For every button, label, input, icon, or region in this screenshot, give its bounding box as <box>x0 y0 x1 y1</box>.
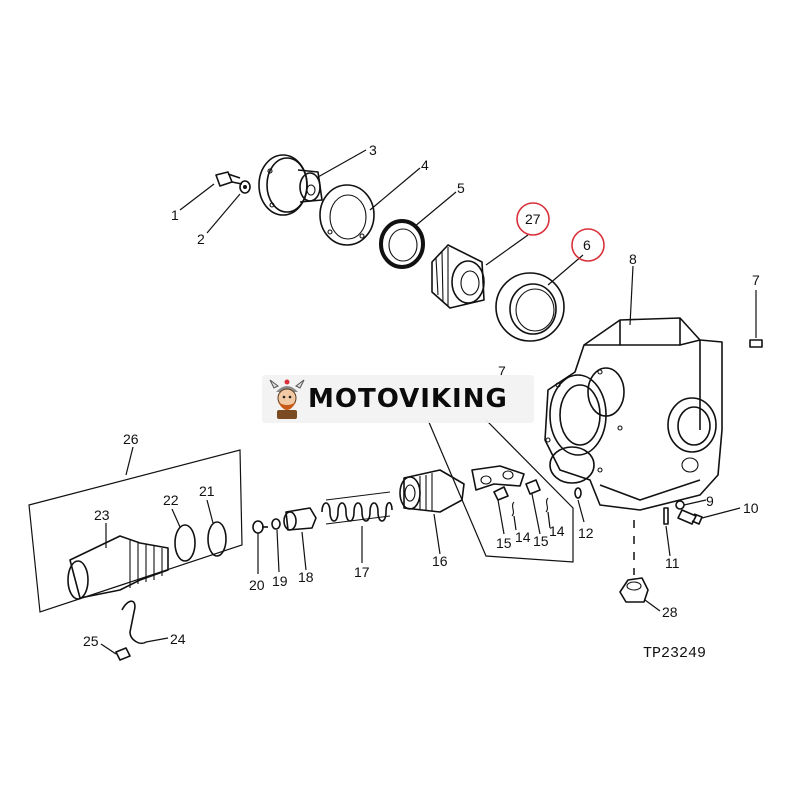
part-17-spring <box>321 491 393 525</box>
part-12-o-ring <box>574 487 582 499</box>
drawing-code: TP23249 <box>643 645 706 662</box>
callout-22: 22 <box>163 492 179 508</box>
part-6-bearing-cup <box>495 272 565 342</box>
part-16-spool <box>399 469 465 513</box>
callout-7-group: 7 <box>498 363 506 379</box>
part-8-transmission-housing <box>544 317 723 511</box>
part-11-pin <box>663 507 669 525</box>
callout-18: 18 <box>298 569 314 585</box>
callout-26: 26 <box>123 431 139 447</box>
callout-8: 8 <box>629 251 637 267</box>
callout-14-b: 14 <box>549 523 565 539</box>
part-20-screw <box>252 520 268 534</box>
callout-24: 24 <box>170 631 186 647</box>
part-2-washer <box>239 180 251 194</box>
callout-4: 4 <box>421 157 429 173</box>
callout-labels: 1 2 3 4 5 27 6 8 7 7 26 23 22 21 20 19 1… <box>83 142 760 649</box>
callout-15-b: 15 <box>533 533 549 549</box>
highlight-circle-27 <box>516 202 550 236</box>
callout-3: 3 <box>369 142 377 158</box>
callout-11: 11 <box>665 555 680 571</box>
callout-17: 17 <box>354 564 370 580</box>
callout-19: 19 <box>272 573 288 589</box>
callout-9: 9 <box>706 493 714 509</box>
part-3-flanged-hub <box>258 154 323 216</box>
part-23-piston <box>67 535 169 600</box>
part-7-dowel-pin <box>749 339 763 348</box>
callout-7-pin: 7 <box>752 272 760 288</box>
part-21-o-ring <box>207 521 227 557</box>
part-10-bolt <box>677 509 703 525</box>
callout-5: 5 <box>457 180 465 196</box>
callout-10: 10 <box>743 500 759 516</box>
highlight-circle-6 <box>571 228 605 262</box>
callout-20: 20 <box>249 577 265 593</box>
highlight-circles <box>516 202 605 262</box>
part-26-assembly-box <box>28 449 243 613</box>
callout-1: 1 <box>171 207 179 223</box>
callout-23: 23 <box>94 507 110 523</box>
parts-14-15-bracket-group <box>427 419 574 563</box>
callout-15-a: 15 <box>496 535 512 551</box>
watermark-banner <box>262 375 534 423</box>
callout-28: 28 <box>662 604 678 620</box>
part-5-seal-ring <box>379 219 425 269</box>
callout-21: 21 <box>199 483 215 499</box>
part-9-washer <box>675 500 685 510</box>
callout-6: 6 <box>583 237 591 253</box>
callout-12: 12 <box>578 525 594 541</box>
part-22-o-ring <box>174 524 196 562</box>
callout-16: 16 <box>432 553 448 569</box>
part-24-clamp <box>121 600 147 645</box>
part-19-nut <box>271 518 281 530</box>
part-27-bearing-cone <box>431 244 485 309</box>
callout-25: 25 <box>83 633 99 649</box>
viking-mascot-logo <box>269 379 305 419</box>
callout-27: 27 <box>525 211 541 227</box>
part-25-screw <box>115 647 131 661</box>
part-1-bolt <box>215 171 243 187</box>
callout-2: 2 <box>197 231 205 247</box>
watermark-brand: MOTOVIKING <box>308 384 508 414</box>
callout-14-a: 14 <box>515 529 531 545</box>
leader-lines <box>100 149 757 655</box>
part-28-cap <box>619 577 649 603</box>
part-4-gasket <box>319 184 375 246</box>
part-18-sleeve <box>283 507 317 531</box>
